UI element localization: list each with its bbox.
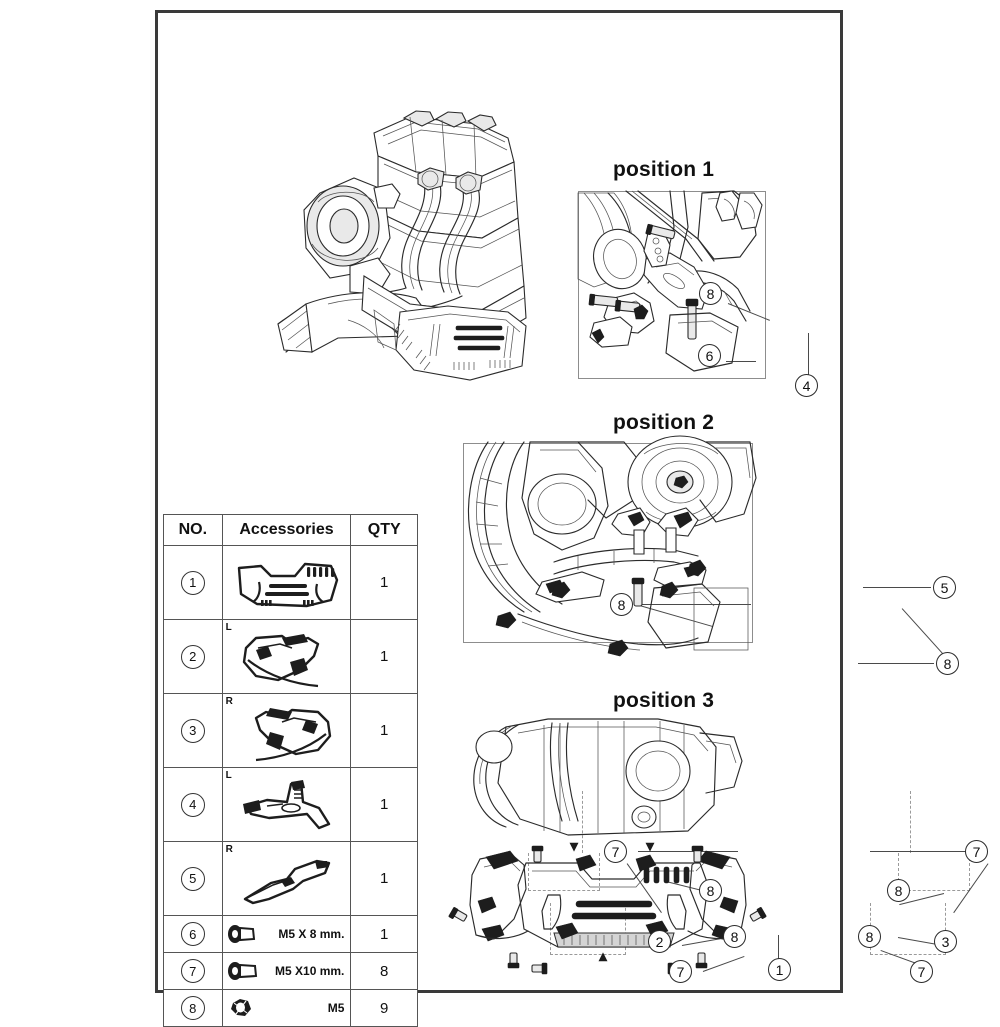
row-number-cell: 7 — [163, 952, 223, 990]
side-marker: R — [225, 696, 233, 707]
side-guard-right-icon — [254, 707, 331, 761]
row-number-cell: 5 — [163, 841, 223, 916]
bolt-icon — [227, 962, 257, 980]
callout-position2-8-left: 8 — [610, 593, 633, 616]
part-number-circle: 5 — [180, 866, 205, 891]
leader-p2-8-right-b — [901, 608, 947, 659]
table-row: 8 M5 9 — [163, 989, 418, 1027]
part-number-circle: 2 — [180, 644, 205, 669]
row-accessory-cell: M5 X 8 mm. — [221, 915, 352, 953]
position-1-title: position 1 — [613, 158, 715, 181]
skid-plate-icon — [237, 562, 338, 607]
header-accessories: Accessories — [221, 514, 352, 546]
table-row: 6 M5 X 8 mm. 1 — [163, 915, 418, 953]
row-qty-cell: 1 — [350, 693, 418, 768]
row-number-cell: 4 — [163, 767, 223, 842]
table-row: 2 L 1 — [163, 619, 418, 694]
side-marker: L — [225, 622, 232, 633]
leader-p3-7-topright-a — [870, 851, 976, 853]
bolt-icon — [227, 925, 255, 943]
callout-position2-5: 5 — [933, 576, 956, 599]
row-number-cell: 1 — [163, 545, 223, 620]
row-accessory-cell: M5 — [221, 989, 352, 1027]
position-1-illustration — [577, 190, 763, 372]
callout-position3-8-right: 8 — [887, 879, 910, 902]
row-accessory-cell: L — [221, 767, 352, 842]
row-number-cell: 8 — [163, 989, 223, 1027]
nut-icon — [230, 999, 251, 1016]
row-number-cell: 2 — [163, 619, 223, 694]
side-guard-left-icon — [242, 633, 319, 687]
row-qty-cell: 8 — [350, 952, 418, 990]
bracket-right-icon — [243, 859, 330, 904]
align-guide-center-right — [910, 791, 912, 853]
table-row: 5 R 1 — [163, 841, 418, 916]
row-number-cell: 3 — [163, 693, 223, 768]
callout-position3-8-lower-right: 8 — [858, 925, 881, 948]
callout-position3-7-top-left: 7 — [604, 840, 627, 863]
leader-p3-7-topleft-a — [638, 851, 738, 853]
row-accessory-cell: R — [221, 841, 352, 916]
part-number-circle: 3 — [180, 718, 205, 743]
callout-position3-7-bot-right: 7 — [910, 960, 933, 983]
callout-position1-4: 4 — [795, 374, 818, 397]
leader-p2-5 — [863, 587, 931, 589]
position-2-title: position 2 — [613, 411, 715, 434]
callout-position2-8-right: 8 — [936, 652, 959, 675]
side-marker: L — [225, 770, 232, 781]
row-qty-cell: 9 — [350, 989, 418, 1027]
bracket-left-icon — [242, 779, 330, 829]
row-qty-cell: 1 — [350, 915, 418, 953]
callout-position3-8-left: 8 — [699, 879, 722, 902]
table-row: 7 M5 X10 mm. 8 — [163, 952, 418, 990]
callout-position3-2: 2 — [648, 930, 671, 953]
leader-p2-8-left-a — [636, 604, 751, 606]
row-number-cell: 6 — [163, 915, 223, 953]
part-number-circle: 7 — [180, 959, 205, 983]
align-guide-left-upper — [528, 853, 600, 891]
position-2-panel — [463, 443, 753, 643]
position-1-panel — [578, 191, 766, 379]
table-row: 4 L 1 — [163, 767, 418, 842]
side-marker: R — [225, 844, 233, 855]
row-accessory-cell — [221, 545, 352, 620]
row-qty-cell: 1 — [350, 767, 418, 842]
align-guide-center-left — [582, 791, 584, 853]
row-accessory-cell: R — [221, 693, 352, 768]
hardware-spec-label: M5 X 8 mm. — [278, 927, 345, 941]
table-row: 3 R 1 — [163, 693, 418, 768]
callout-position3-3: 3 — [934, 930, 957, 953]
part-number-circle: 4 — [180, 792, 205, 817]
callout-position3-7-bot-left: 7 — [669, 960, 692, 983]
row-accessory-cell: M5 X10 mm. — [221, 952, 352, 990]
callout-position3-8-lower-left: 8 — [723, 925, 746, 948]
row-accessory-cell: L — [221, 619, 352, 694]
row-qty-cell: 1 — [350, 619, 418, 694]
leader-p1-6 — [726, 361, 756, 363]
table-row: 1 — [163, 545, 418, 620]
table-header-row: NO. Accessories QTY — [163, 514, 418, 546]
part-number-circle: 1 — [180, 570, 205, 595]
part-number-circle: 6 — [180, 922, 205, 946]
header-no: NO. — [163, 514, 223, 546]
row-qty-cell: 1 — [350, 545, 418, 620]
header-qty: QTY — [350, 514, 418, 546]
align-guide-right-upper — [898, 853, 970, 891]
callout-position3-7-top-right: 7 — [965, 840, 988, 863]
callout-position3-1: 1 — [768, 958, 791, 981]
position-2-illustration — [467, 435, 757, 657]
hardware-spec-label: M5 X10 mm. — [275, 964, 345, 978]
leader-p2-8-right-a — [858, 663, 934, 665]
position-3-title: position 3 — [613, 689, 715, 712]
accessories-parts-table: NO. Accessories QTY 1 — [163, 514, 418, 1027]
row-qty-cell: 1 — [350, 841, 418, 916]
engine-assembly-overview — [277, 110, 527, 381]
callout-position1-8: 8 — [699, 282, 722, 305]
callout-position1-6: 6 — [698, 344, 721, 367]
hardware-spec-label: M5 — [327, 1001, 345, 1015]
